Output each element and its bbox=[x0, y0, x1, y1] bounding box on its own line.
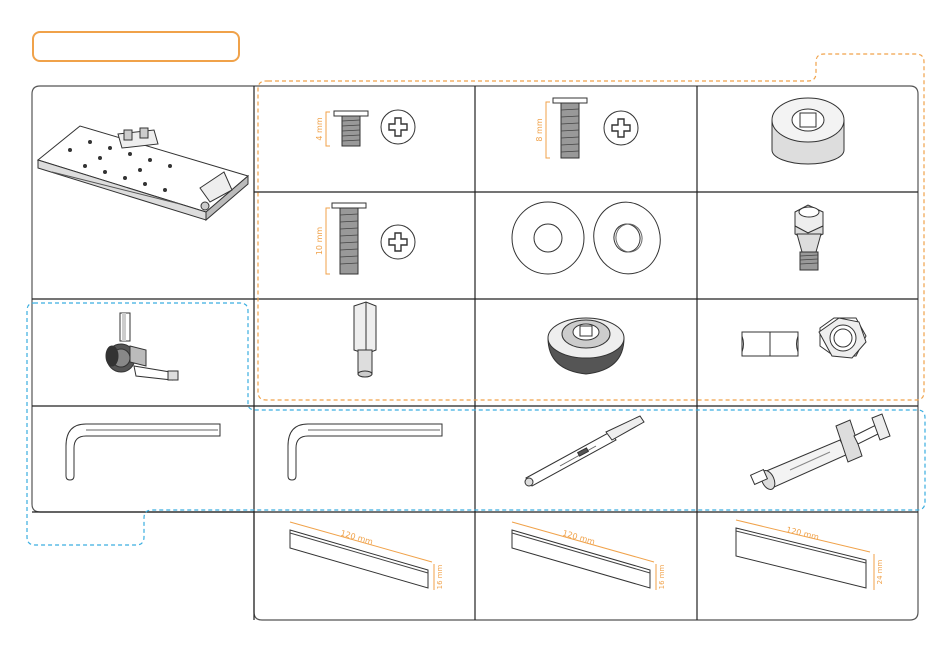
dim-label: 8 mm bbox=[535, 118, 544, 141]
width-label: 24 mm bbox=[876, 559, 884, 584]
hex-key-illustration bbox=[288, 424, 442, 480]
screw-head bbox=[553, 98, 587, 103]
syringe-illustration bbox=[751, 414, 890, 492]
length-label: 120 mm bbox=[339, 529, 374, 547]
hex-nuts-illustration bbox=[742, 318, 866, 358]
dim-bracket bbox=[326, 112, 330, 146]
water-block-illustration bbox=[38, 126, 248, 220]
dim-label: 4 mm bbox=[315, 117, 324, 140]
hex-key-illustration bbox=[66, 424, 220, 480]
dim-bracket bbox=[326, 208, 330, 274]
screwdriver-illustration bbox=[525, 416, 644, 486]
phillips-screw-icon bbox=[381, 225, 415, 259]
phillips-screw-icon bbox=[604, 111, 638, 145]
screw-8mm-cell: 8 mm bbox=[535, 98, 638, 158]
plug-illustration bbox=[548, 318, 624, 374]
dim-bracket bbox=[546, 102, 550, 158]
thermal-tape-2: 120 mm 16 mm bbox=[512, 522, 666, 590]
standoff-illustration bbox=[354, 302, 376, 377]
screw-10mm-cell: 10 mm bbox=[315, 203, 415, 274]
screw-head bbox=[334, 111, 368, 116]
dim-label: 10 mm bbox=[315, 227, 324, 256]
washers-illustration bbox=[512, 195, 668, 282]
thermal-tape-3: 120 mm 24 mm bbox=[736, 520, 884, 590]
fitting-illustration bbox=[106, 313, 178, 380]
width-label: 16 mm bbox=[658, 564, 666, 589]
thermal-tape-1: 120 mm 16 mm bbox=[290, 522, 444, 590]
round-nut-illustration bbox=[772, 98, 844, 164]
screw-4mm-cell: 4 mm bbox=[315, 110, 415, 146]
width-label: 16 mm bbox=[436, 564, 444, 589]
length-label: 120 mm bbox=[785, 525, 820, 542]
hex-standoff-illustration bbox=[795, 205, 823, 270]
phillips-screw-icon bbox=[381, 110, 415, 144]
screw-head bbox=[332, 203, 366, 208]
length-label: 120 mm bbox=[561, 529, 596, 547]
